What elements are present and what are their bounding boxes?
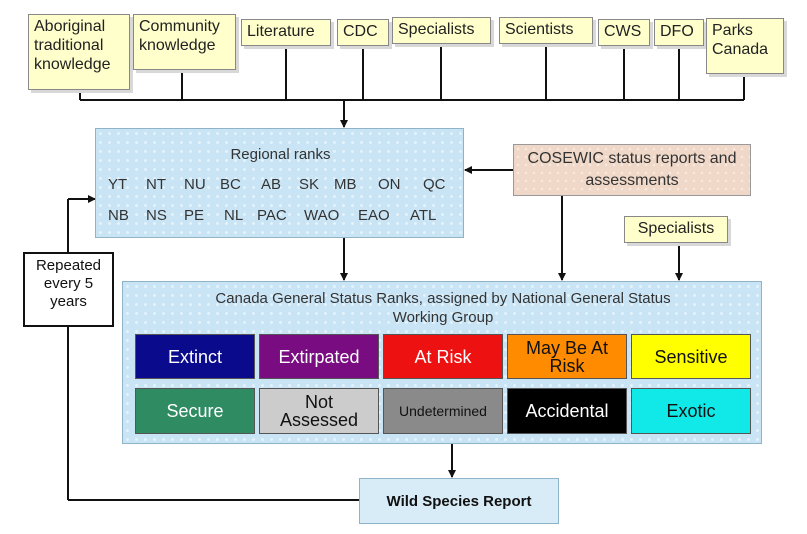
regional-ranks-panel: Regional ranks YT NT NU BC AB SK MB ON Q… (95, 128, 464, 238)
region-code: ON (378, 176, 401, 193)
wild-species-report-box: Wild Species Report (359, 478, 559, 524)
rank-at-risk: At Risk (383, 334, 503, 379)
regional-ranks-row-1: YT NT NU BC AB SK MB ON QC (108, 176, 460, 196)
regional-ranks-title: Regional ranks (230, 146, 331, 163)
region-code: PAC (257, 207, 287, 224)
general-status-panel: Canada General Status Ranks, assigned by… (122, 281, 762, 444)
region-code: YT (108, 176, 128, 193)
region-code: AB (261, 176, 282, 193)
region-code: QC (423, 176, 446, 193)
region-code: BC (220, 176, 241, 193)
rank-extinct: Extinct (135, 334, 255, 379)
rank-secure: Secure (135, 388, 255, 434)
rank-extirpated: Extirpated (259, 334, 379, 379)
region-code: NB (108, 207, 129, 224)
region-code: WAO (304, 207, 340, 224)
source-specialists: Specialists (392, 17, 491, 44)
source-cdc: CDC (337, 19, 389, 46)
source-scientists: Scientists (499, 17, 593, 44)
region-code: PE (184, 207, 205, 224)
regional-ranks-row-2: NB NS PE NL PAC WAO EAO ATL (108, 207, 460, 227)
source-cws: CWS (598, 19, 650, 46)
region-code: SK (299, 176, 320, 193)
source-literature: Literature (241, 19, 331, 46)
rank-accidental: Accidental (507, 388, 627, 434)
source-parks-canada: Parks Canada (706, 18, 784, 74)
rank-not-assessed: Not Assessed (259, 388, 379, 434)
specialists-box: Specialists (624, 216, 728, 243)
region-code: NU (184, 176, 206, 193)
rank-undetermined: Undetermined (383, 388, 503, 434)
rank-exotic: Exotic (631, 388, 751, 434)
region-code: NL (224, 207, 244, 224)
general-status-title: Canada General Status Ranks, assigned by… (215, 290, 671, 326)
rank-sensitive: Sensitive (631, 334, 751, 379)
region-code: ATL (410, 207, 437, 224)
cosewic-box: COSEWIC status reports and assessments (513, 144, 751, 196)
region-code: NT (146, 176, 166, 193)
rank-may-be-at-risk: May Be At Risk (507, 334, 627, 379)
source-community-knowledge: Community knowledge (133, 14, 236, 70)
region-code: EAO (358, 207, 390, 224)
repeated-every-5-years-box: Repeated every 5 years (23, 252, 114, 327)
region-code: NS (146, 207, 167, 224)
source-aboriginal-traditional-knowledge: Aboriginal traditional knowledge (28, 14, 130, 90)
source-dfo: DFO (654, 19, 704, 46)
region-code: MB (334, 176, 357, 193)
